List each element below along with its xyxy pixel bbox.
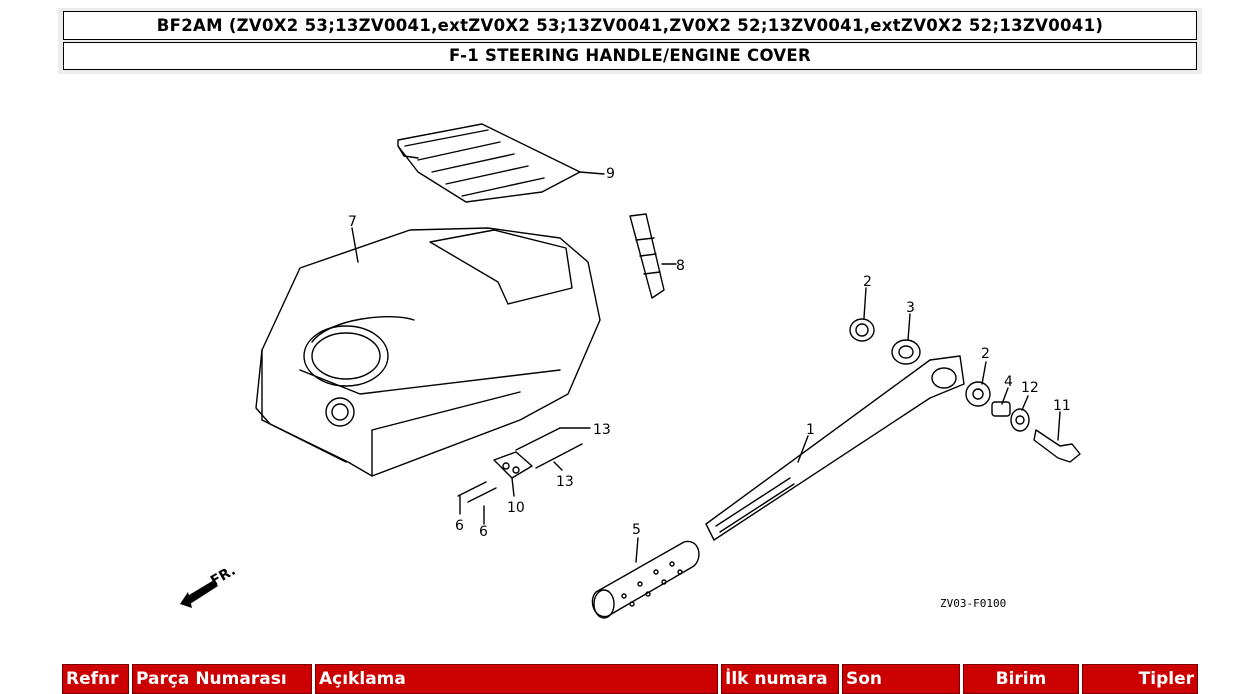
col-types[interactable]: Tipler [1082, 664, 1198, 694]
callout-6-right: 6 [479, 524, 488, 540]
section-title: F-1 STEERING HANDLE/ENGINE COVER [63, 42, 1197, 70]
callout-11: 11 [1053, 398, 1071, 414]
part-5-grip [591, 540, 700, 619]
callout-5: 5 [632, 522, 641, 538]
part-3-collar [891, 339, 921, 365]
col-first-number[interactable]: İlk numara [721, 664, 839, 694]
parts-table-header: Refnr Parça Numarası Açıklama İlk numara… [62, 664, 1198, 694]
callout-3: 3 [906, 300, 915, 316]
front-marker-label: FR. [208, 563, 238, 590]
col-part-number[interactable]: Parça Numarası [132, 664, 312, 694]
col-last-number[interactable]: Son [842, 664, 960, 694]
part-4-spacer [991, 401, 1011, 417]
part-11-bolt [1033, 429, 1081, 463]
part-2-bushing-upper [849, 318, 875, 342]
col-unit[interactable]: Birim [963, 664, 1079, 694]
col-description[interactable]: Açıklama [315, 664, 718, 694]
callout-13-upper: 13 [593, 422, 611, 438]
title-frame: BF2AM (ZV0X2 53;13ZV0041,extZV0X2 53;13Z… [58, 8, 1202, 74]
callout-9: 9 [606, 166, 615, 182]
drawing-code: ZV03-F0100 [940, 597, 1006, 610]
part-1-steering-handle [705, 355, 965, 541]
callout-4: 4 [1004, 374, 1013, 390]
callout-1: 1 [806, 422, 815, 438]
callout-2-upper: 2 [863, 274, 872, 290]
part-12-washer [1010, 408, 1030, 432]
part-13-pins [515, 427, 583, 469]
callout-6-left: 6 [455, 518, 464, 534]
callout-10: 10 [507, 500, 525, 516]
callout-8: 8 [676, 258, 685, 274]
callout-2-lower: 2 [981, 346, 990, 362]
col-refnr[interactable]: Refnr [62, 664, 129, 694]
parts-diagram: FR. 1 2 2 3 4 5 6 6 7 8 9 10 11 12 13 13… [180, 123, 1081, 619]
callout-12: 12 [1021, 380, 1039, 396]
callout-13-lower: 13 [556, 474, 574, 490]
part-9-top-panel [397, 123, 581, 203]
part-6-rods [457, 481, 497, 503]
part-8-bracket [629, 213, 665, 299]
part-2-bushing-lower [965, 381, 991, 407]
callout-7: 7 [348, 214, 357, 230]
model-title: BF2AM (ZV0X2 53;13ZV0041,extZV0X2 53;13Z… [63, 11, 1197, 40]
part-10-block [493, 451, 533, 479]
front-direction-icon [180, 580, 218, 608]
part-7-engine-cover [255, 227, 601, 477]
